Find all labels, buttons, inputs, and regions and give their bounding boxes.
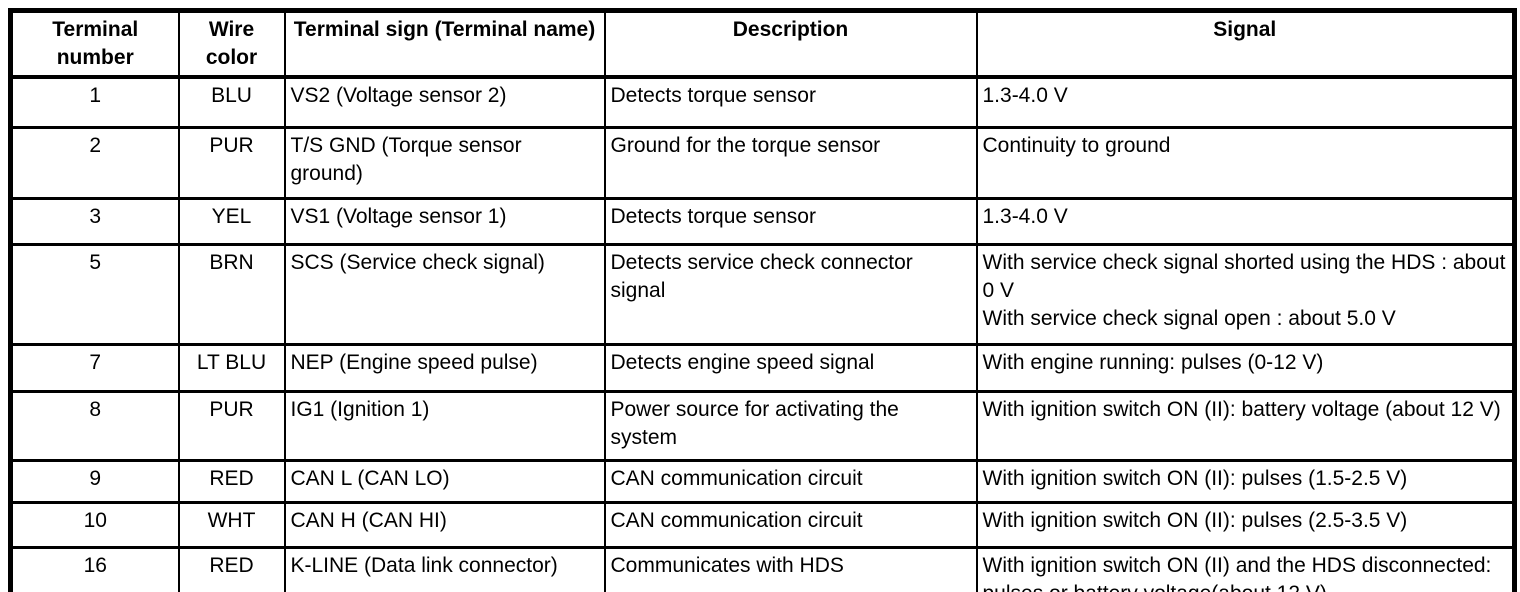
column-header-wire-color: Wire color	[177, 9, 286, 79]
cell-wire-color: WHT	[177, 501, 286, 549]
header-row: Terminal number Wire color Terminal sign…	[9, 9, 1516, 79]
table-row-terminal-10: 10 WHT CAN H (CAN HI) CAN communication …	[9, 501, 1516, 549]
column-header-terminal-sign: Terminal sign (Terminal name)	[283, 9, 606, 79]
cell-terminal-number: 2	[9, 126, 180, 200]
cell-terminal-number: 10	[9, 501, 180, 549]
cell-terminal-sign: CAN H (CAN HI)	[283, 501, 606, 549]
table-row-terminal-1: 1 BLU VS2 (Voltage sensor 2) Detects tor…	[9, 75, 1516, 129]
cell-description: Power source for activating the system	[603, 390, 978, 462]
cell-signal: With ignition switch ON (II): pulses (1.…	[975, 459, 1516, 504]
cell-signal: 1.3-4.0 V	[975, 75, 1516, 129]
cell-description: Communicates with HDS	[603, 546, 978, 592]
cell-signal: With engine running: pulses (0-12 V)	[975, 343, 1516, 393]
table-row-terminal-8: 8 PUR IG1 (Ignition 1) Power source for …	[9, 390, 1516, 462]
cell-terminal-number: 16	[9, 546, 180, 592]
column-header-terminal-number: Terminal number	[9, 9, 180, 79]
cell-signal: With ignition switch ON (II): pulses (2.…	[975, 501, 1516, 549]
table-row-terminal-3: 3 YEL VS1 (Voltage sensor 1) Detects tor…	[9, 197, 1516, 246]
cell-signal: With ignition switch ON (II) and the HDS…	[975, 546, 1516, 592]
cell-wire-color: LT BLU	[177, 343, 286, 393]
cell-terminal-sign: IG1 (Ignition 1)	[283, 390, 606, 462]
cell-description: CAN communication circuit	[603, 459, 978, 504]
cell-description: CAN communication circuit	[603, 501, 978, 549]
cell-signal: Continuity to ground	[975, 126, 1516, 200]
cell-terminal-sign: K-LINE (Data link connector)	[283, 546, 606, 592]
cell-wire-color: RED	[177, 459, 286, 504]
table-row-terminal-16: 16 RED K-LINE (Data link connector) Comm…	[9, 546, 1516, 592]
cell-wire-color: BLU	[177, 75, 286, 129]
cell-terminal-number: 5	[9, 243, 180, 346]
cell-terminal-sign: SCS (Service check signal)	[283, 243, 606, 346]
cell-terminal-sign: T/S GND (Torque sensor ground)	[283, 126, 606, 200]
cell-signal: With service check signal shorted using …	[975, 243, 1516, 346]
cell-description: Ground for the torque sensor	[603, 126, 978, 200]
table-row-terminal-5: 5 BRN SCS (Service check signal) Detects…	[9, 243, 1516, 346]
cell-terminal-number: 1	[9, 75, 180, 129]
cell-description: Detects torque sensor	[603, 197, 978, 246]
column-header-signal: Signal	[975, 9, 1516, 79]
table-row-terminal-7: 7 LT BLU NEP (Engine speed pulse) Detect…	[9, 343, 1516, 393]
terminal-pinout-table: Terminal number Wire color Terminal sign…	[8, 8, 1517, 592]
table-row-terminal-2: 2 PUR T/S GND (Torque sensor ground) Gro…	[9, 126, 1516, 200]
table-row-terminal-9: 9 RED CAN L (CAN LO) CAN communication c…	[9, 459, 1516, 504]
cell-terminal-number: 9	[9, 459, 180, 504]
cell-terminal-number: 8	[9, 390, 180, 462]
cell-wire-color: RED	[177, 546, 286, 592]
cell-wire-color: PUR	[177, 126, 286, 200]
cell-signal: 1.3-4.0 V	[975, 197, 1516, 246]
cell-description: Detects torque sensor	[603, 75, 978, 129]
cell-terminal-number: 3	[9, 197, 180, 246]
column-header-description: Description	[603, 9, 978, 79]
cell-signal: With ignition switch ON (II): battery vo…	[975, 390, 1516, 462]
cell-wire-color: YEL	[177, 197, 286, 246]
cell-terminal-number: 7	[9, 343, 180, 393]
cell-terminal-sign: CAN L (CAN LO)	[283, 459, 606, 504]
cell-terminal-sign: VS2 (Voltage sensor 2)	[283, 75, 606, 129]
cell-terminal-sign: NEP (Engine speed pulse)	[283, 343, 606, 393]
cell-terminal-sign: VS1 (Voltage sensor 1)	[283, 197, 606, 246]
cell-description: Detects engine speed signal	[603, 343, 978, 393]
cell-wire-color: PUR	[177, 390, 286, 462]
cell-wire-color: BRN	[177, 243, 286, 346]
cell-description: Detects service check connector signal	[603, 243, 978, 346]
